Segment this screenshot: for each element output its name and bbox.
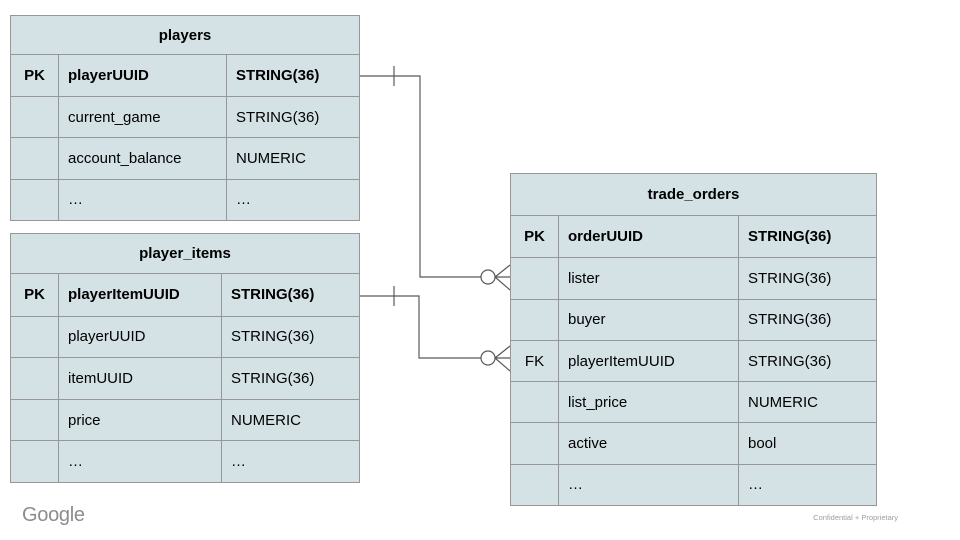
connector-player-items-to-trade-orders	[360, 286, 511, 372]
table-row: … …	[11, 440, 359, 482]
cardinality-zero-circle	[480, 350, 496, 366]
cell-key-flag	[11, 97, 58, 137]
cell-column-name: …	[58, 441, 221, 482]
cell-key-flag	[511, 423, 558, 463]
confidential-label: Confidential + Proprietary	[813, 513, 898, 522]
table-row: PK orderUUID STRING(36)	[511, 216, 876, 258]
cell-column-type: bool	[738, 423, 876, 464]
cell-column-name: playerItemUUID	[58, 274, 221, 316]
cell-column-type: NUMERIC	[738, 382, 876, 423]
cell-column-type: …	[738, 464, 876, 506]
table-title: player_items	[11, 234, 359, 274]
cell-key-flag	[511, 382, 558, 422]
cell-column-type: …	[226, 179, 359, 220]
cell-column-name: orderUUID	[558, 216, 738, 258]
cell-column-type: NUMERIC	[221, 399, 359, 441]
cell-column-type: STRING(36)	[221, 358, 359, 399]
table-row: active bool	[511, 422, 876, 464]
cell-column-name: …	[558, 464, 738, 506]
cardinality-zero-circle	[480, 269, 496, 285]
table-row: lister STRING(36)	[511, 257, 876, 299]
table-row: list_price NUMERIC	[511, 381, 876, 423]
cell-key-flag: PK	[24, 286, 45, 304]
table-row: playerUUID STRING(36)	[11, 315, 359, 358]
table-title: trade_orders	[511, 174, 876, 216]
cell-column-type: STRING(36)	[738, 258, 876, 299]
table-row: itemUUID STRING(36)	[11, 357, 359, 399]
cell-column-name: buyer	[558, 299, 738, 340]
cell-column-type: STRING(36)	[226, 97, 359, 138]
cell-key-flag	[11, 138, 58, 178]
cell-key-flag	[11, 180, 58, 220]
cell-key-flag: FK	[524, 352, 545, 370]
table-row: buyer STRING(36)	[511, 298, 876, 340]
cell-key-flag	[511, 465, 558, 505]
cell-key-flag: PK	[24, 67, 45, 85]
cell-column-type: STRING(36)	[738, 216, 876, 258]
cell-column-type: …	[221, 441, 359, 482]
table-title: players	[11, 16, 359, 55]
cell-column-name: playerUUID	[58, 316, 221, 358]
cell-column-name: …	[58, 179, 226, 220]
cell-column-name: price	[58, 399, 221, 441]
crow-foot-many	[494, 264, 511, 291]
cell-column-type: STRING(36)	[738, 299, 876, 340]
cell-column-name: playerItemUUID	[558, 340, 738, 382]
cell-column-name: account_balance	[58, 138, 226, 179]
cell-key-flag	[11, 317, 58, 358]
cell-column-name: lister	[558, 258, 738, 299]
cell-key-flag: PK	[524, 228, 545, 246]
connector-players-to-trade-orders	[360, 66, 511, 291]
cell-column-type: STRING(36)	[221, 274, 359, 316]
table-row: PK playerItemUUID STRING(36)	[11, 274, 359, 316]
cell-key-flag	[11, 358, 58, 399]
cell-column-type: STRING(36)	[738, 340, 876, 382]
table-row: … …	[511, 463, 876, 506]
cell-key-flag	[511, 258, 558, 298]
cell-column-name: itemUUID	[58, 358, 221, 399]
cell-column-name: current_game	[58, 97, 226, 138]
entity-table-trade-orders: trade_orders PK orderUUID STRING(36) lis…	[510, 173, 877, 506]
connector-line	[360, 75, 481, 278]
cell-column-type: STRING(36)	[226, 55, 359, 97]
cell-key-flag	[511, 300, 558, 340]
entity-table-players: players PK playerUUID STRING(36) current…	[10, 15, 360, 221]
connector-line	[360, 295, 481, 359]
cell-column-name: list_price	[558, 382, 738, 423]
table-row: account_balance NUMERIC	[11, 137, 359, 179]
cell-column-name: playerUUID	[58, 55, 226, 97]
table-row: PK playerUUID STRING(36)	[11, 55, 359, 97]
table-row: FK playerItemUUID STRING(36)	[511, 339, 876, 382]
cell-key-flag	[11, 441, 58, 482]
entity-table-player-items: player_items PK playerItemUUID STRING(36…	[10, 233, 360, 483]
google-logo: Google	[22, 504, 85, 526]
crow-foot-many	[494, 345, 511, 372]
cell-key-flag	[11, 400, 58, 441]
cell-column-type: NUMERIC	[226, 138, 359, 179]
table-row: price NUMERIC	[11, 398, 359, 441]
cell-column-name: active	[558, 423, 738, 464]
table-row: current_game STRING(36)	[11, 96, 359, 138]
cell-column-type: STRING(36)	[221, 316, 359, 358]
table-row: … …	[11, 178, 359, 220]
